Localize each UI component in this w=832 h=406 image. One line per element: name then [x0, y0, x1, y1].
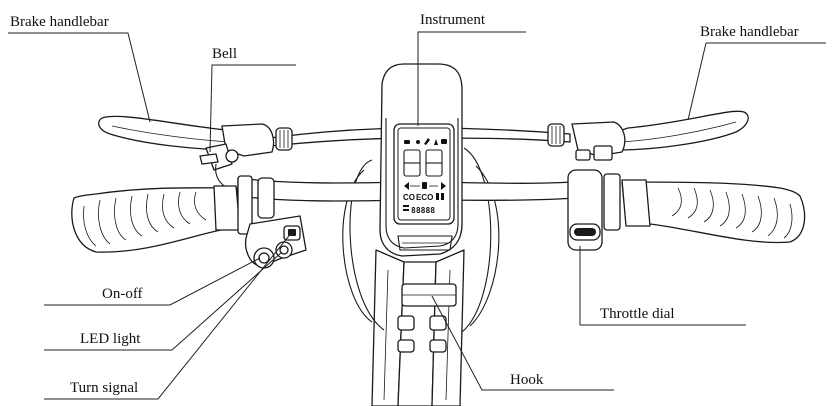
leader-throttle-dial	[579, 246, 746, 326]
throttle-dial	[567, 169, 603, 251]
label-turn-signal: Turn signal	[70, 380, 138, 396]
right-brake-handlebar	[547, 110, 749, 161]
mode-left-text: CO	[403, 193, 415, 202]
leader-bell	[209, 64, 296, 153]
leader-led-light	[44, 251, 283, 351]
leader-hook	[431, 295, 614, 391]
label-led-light: LED light	[80, 331, 141, 347]
left-switch-module	[244, 215, 307, 269]
left-brake-handlebar	[98, 115, 293, 157]
status-icons	[404, 138, 447, 145]
label-instrument: Instrument	[420, 12, 486, 28]
leader-instrument	[417, 31, 526, 126]
label-hook: Hook	[510, 372, 544, 388]
leader-turn-signal	[44, 231, 293, 400]
leader-on-off	[44, 257, 261, 306]
indicator-row	[404, 182, 446, 190]
instrument-console: 88 CO ECO 88888	[379, 63, 463, 257]
left-grip	[71, 175, 275, 253]
mode-right-text: ECO	[416, 193, 433, 202]
label-on-off: On-off	[102, 286, 143, 302]
label-brake-handlebar-right: Brake handlebar	[700, 24, 799, 40]
bell	[199, 143, 239, 189]
battery-bar-text: 88888	[411, 206, 435, 215]
stem-fork	[371, 249, 465, 406]
label-throttle-dial: Throttle dial	[600, 306, 675, 322]
label-brake-handlebar-left: Brake handlebar	[10, 14, 109, 30]
label-bell: Bell	[212, 46, 237, 62]
leader-brake-handlebar-right	[687, 42, 826, 121]
leader-brake-handlebar-left	[8, 32, 151, 123]
right-grip	[603, 173, 806, 244]
speed-digits	[403, 149, 443, 177]
